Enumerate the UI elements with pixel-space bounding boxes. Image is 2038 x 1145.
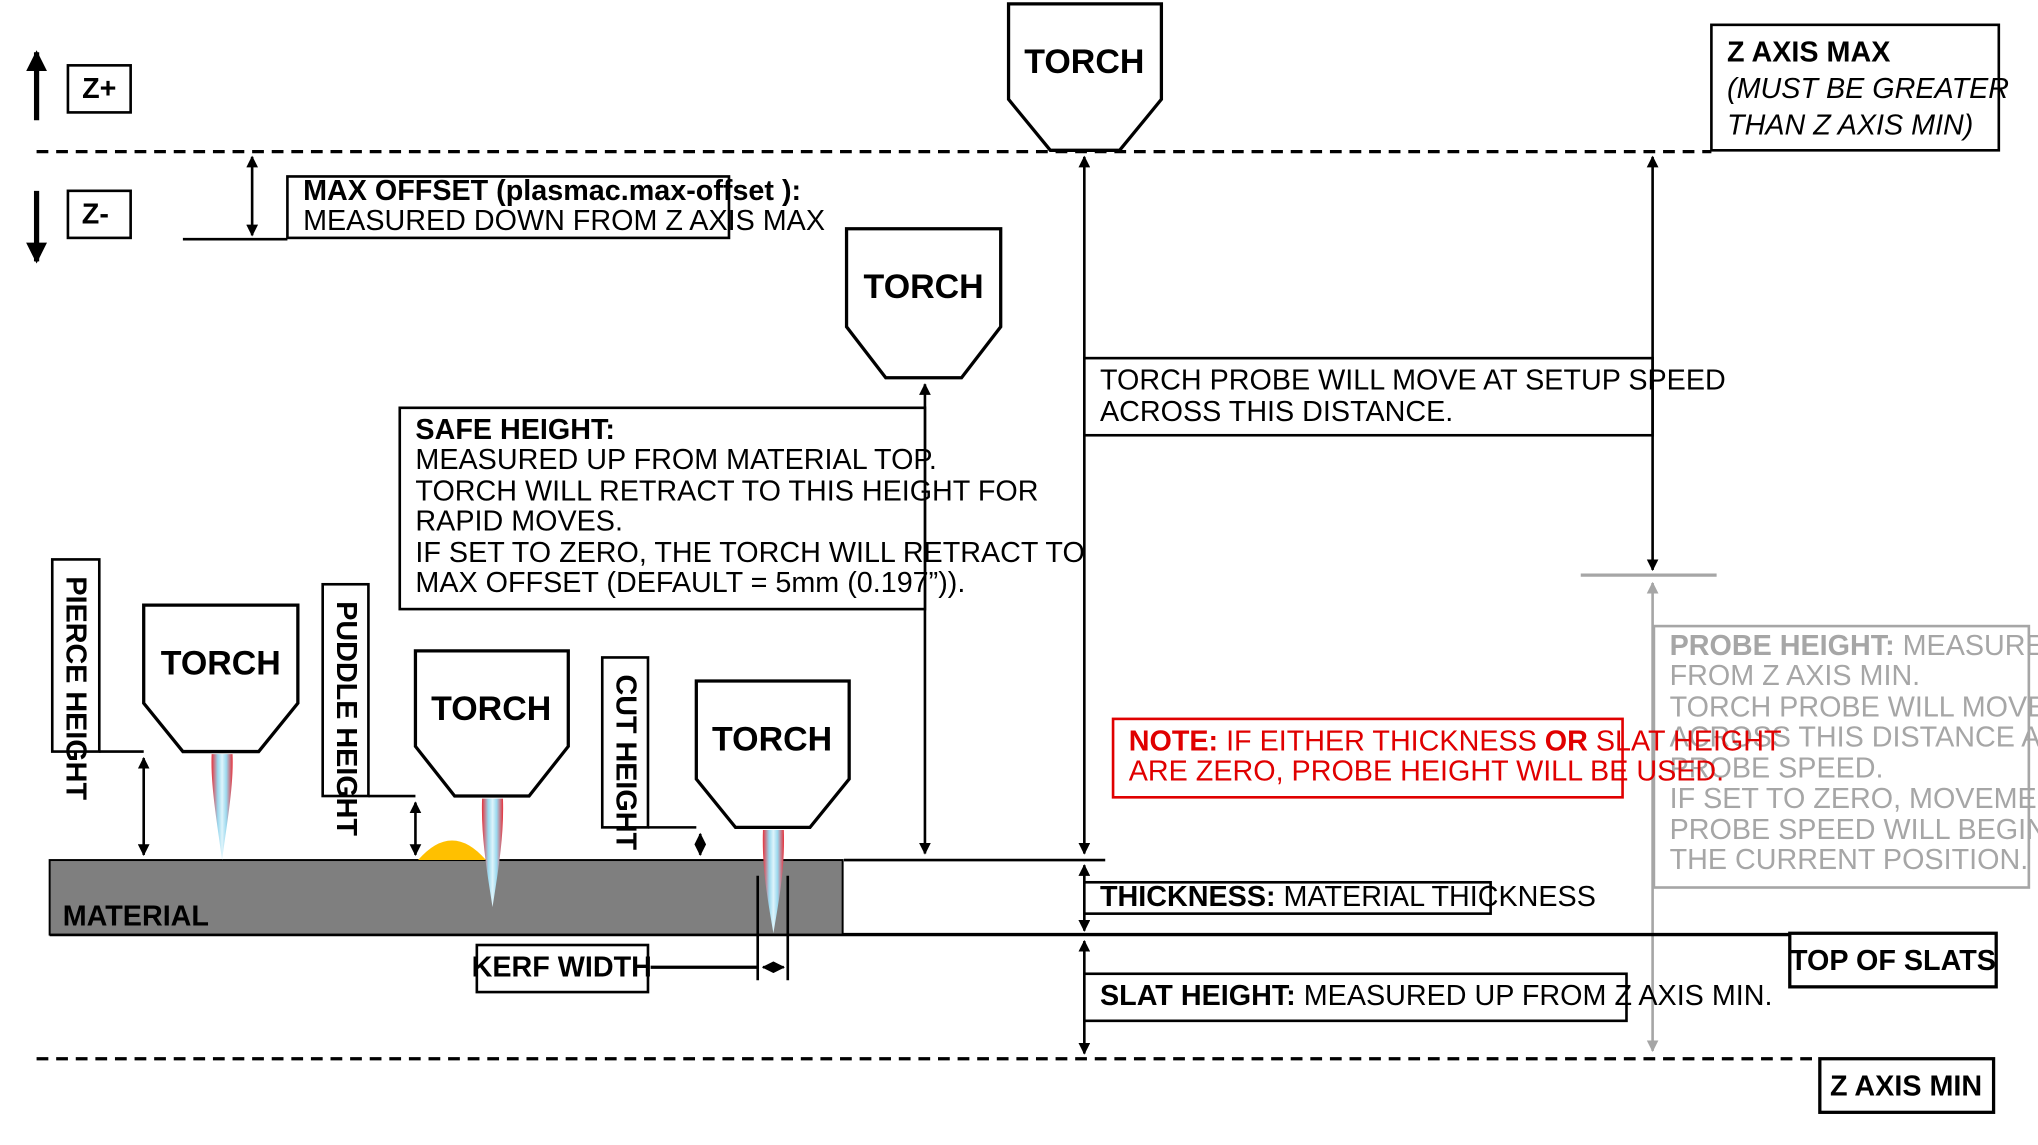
safe-height-title: SAFE HEIGHT: [415, 414, 615, 446]
safe-height-line-2: TORCH WILL RETRACT TO THIS HEIGHT FOR [415, 476, 1038, 508]
z-plus-box [66, 64, 132, 114]
pierce-height-label-box [50, 558, 101, 753]
kerf-width-box [475, 943, 650, 994]
probe-height-box [1652, 624, 2031, 889]
note-part-2: SLAT HEIGHT [1588, 725, 1782, 757]
probe-height-line-7: PROBE SPEED WILL BEGIN FROM [1670, 814, 2038, 846]
torch-pierce-icon [142, 603, 300, 754]
probe-height-line-6: IF SET TO ZERO, MOVEMENT AT [1670, 783, 2038, 815]
thickness-text: THICKNESS: MATERIAL THICKNESS [1100, 881, 1596, 913]
puddle-height-label: PUDDLE HEIGHT [330, 601, 362, 836]
slat-height-title: SLAT HEIGHT: [1100, 980, 1296, 1012]
z-plus-label: Z+ [82, 73, 116, 105]
torch-pierce-label: TORCH [161, 644, 281, 682]
max-offset-title: MAX OFFSET (plasmac.max-offset ): [303, 175, 801, 207]
probe-height-line-8: THE CURRENT POSITION. [1670, 844, 2029, 876]
torch-cut-label: TORCH [712, 720, 832, 758]
probe-height-line-3: TORCH PROBE WILL MOVE [1670, 691, 2038, 723]
pierce-flame-icon [211, 754, 233, 861]
safe-height-line-5: MAX OFFSET (DEFAULT = 5mm (0.197”)). [415, 567, 965, 599]
safe-height-line-4: IF SET TO ZERO, THE TORCH WILL RETRACT T… [415, 537, 1084, 569]
probe-height-line-5: PROBE SPEED. [1670, 753, 1884, 785]
torch-safe-label: TORCH [864, 268, 984, 306]
note-part-1: IF EITHER THICKNESS [1218, 725, 1545, 757]
max-offset-box [286, 175, 731, 240]
z-minus-box [66, 189, 132, 240]
setup-speed-text-2: ACROSS THIS DISTANCE. [1100, 396, 1453, 428]
note-emph: OR [1545, 725, 1588, 757]
cut-flame-icon [762, 829, 785, 934]
max-offset-text: MEASURED DOWN FROM Z AXIS MAX [303, 205, 825, 237]
z-axis-max-box [1710, 23, 2001, 152]
material-label: MATERIAL [63, 900, 209, 932]
note-box [1111, 717, 1624, 799]
pierce-height-label: PIERCE HEIGHT [60, 576, 92, 800]
probe-height-line-1: PROBE HEIGHT: MEASURED UP [1670, 630, 2038, 662]
probe-height-title: PROBE HEIGHT: [1670, 630, 1895, 662]
z-axis-max-title: Z AXIS MAX [1727, 36, 1890, 68]
z-axis-max-note-1: (MUST BE GREATER [1727, 73, 2009, 105]
puddle-height-label-box [321, 582, 370, 798]
note-prefix: NOTE: [1129, 725, 1218, 757]
puddle-blob-icon [418, 840, 486, 861]
z-axis-min-label: Z AXIS MIN [1830, 1070, 1982, 1102]
setup-speed-text-1: TORCH PROBE WILL MOVE AT SETUP SPEED [1100, 365, 1726, 397]
cut-height-label: CUT HEIGHT [610, 674, 642, 850]
torch-top-label: TORCH [1024, 43, 1144, 81]
note-line-1: NOTE: IF EITHER THICKNESS OR SLAT HEIGHT [1129, 725, 1782, 757]
top-of-slats-label: TOP OF SLATS [1790, 945, 1996, 977]
safe-height-line-1: MEASURED UP FROM MATERIAL TOP. [415, 444, 936, 476]
note-line-2: ARE ZERO, PROBE HEIGHT WILL BE USED. [1129, 755, 1724, 787]
torch-safe-icon [844, 227, 1003, 380]
top-of-slats-box [1788, 931, 1998, 989]
slat-height-text: SLAT HEIGHT: MEASURED UP FROM Z AXIS MIN… [1100, 980, 1772, 1012]
probe-height-line-4: ACROSS THIS DISTANCE AT [1670, 721, 2038, 753]
material-block [48, 859, 844, 936]
safe-height-box [398, 406, 927, 611]
slat-height-desc: MEASURED UP FROM Z AXIS MIN. [1296, 980, 1773, 1012]
setup-speed-box [1083, 356, 1654, 437]
probe-height-line-2: FROM Z AXIS MIN. [1670, 660, 1921, 692]
torch-top-icon [1006, 2, 1164, 152]
puddle-flame-icon [481, 798, 504, 908]
thickness-box [1083, 880, 1492, 915]
kerf-width-label: KERF WIDTH [472, 951, 652, 983]
z-axis-min-box [1818, 1057, 1996, 1114]
torch-puddle-icon [413, 649, 570, 798]
torch-puddle-label: TORCH [431, 690, 551, 728]
thickness-title: THICKNESS: [1100, 881, 1276, 913]
slat-height-box [1083, 972, 1628, 1023]
probe-height-line-1-rest: MEASURED UP [1895, 630, 2038, 662]
cut-height-label-box [600, 656, 650, 829]
z-minus-label: Z- [82, 199, 109, 231]
thickness-desc: MATERIAL THICKNESS [1276, 881, 1596, 913]
torch-cut-icon [694, 679, 851, 830]
z-axis-max-note-2: THAN Z AXIS MIN) [1727, 110, 1973, 142]
safe-height-line-3: RAPID MOVES. [415, 506, 623, 538]
